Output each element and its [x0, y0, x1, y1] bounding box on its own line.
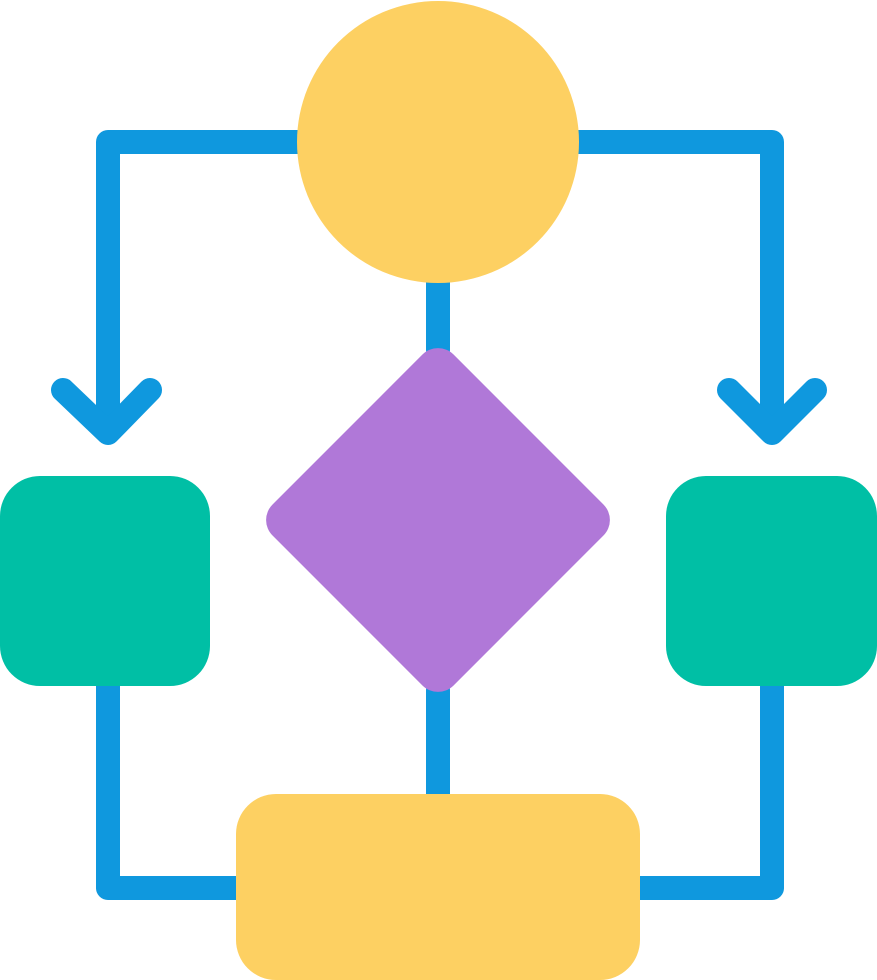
start-circle — [297, 1, 579, 283]
connector-right-process-to-end — [620, 668, 784, 900]
arrowhead-left-icon — [51, 378, 162, 445]
decision-diamond — [266, 348, 610, 692]
connector-start-to-right-process — [566, 130, 784, 442]
left-process-box — [0, 476, 210, 686]
arrowhead-right-icon — [717, 378, 827, 445]
right-process-box — [666, 476, 877, 686]
end-box — [236, 794, 640, 980]
connector-group — [51, 130, 827, 900]
connector-left-process-to-end — [96, 668, 257, 900]
connector-start-to-left-process — [96, 130, 312, 442]
